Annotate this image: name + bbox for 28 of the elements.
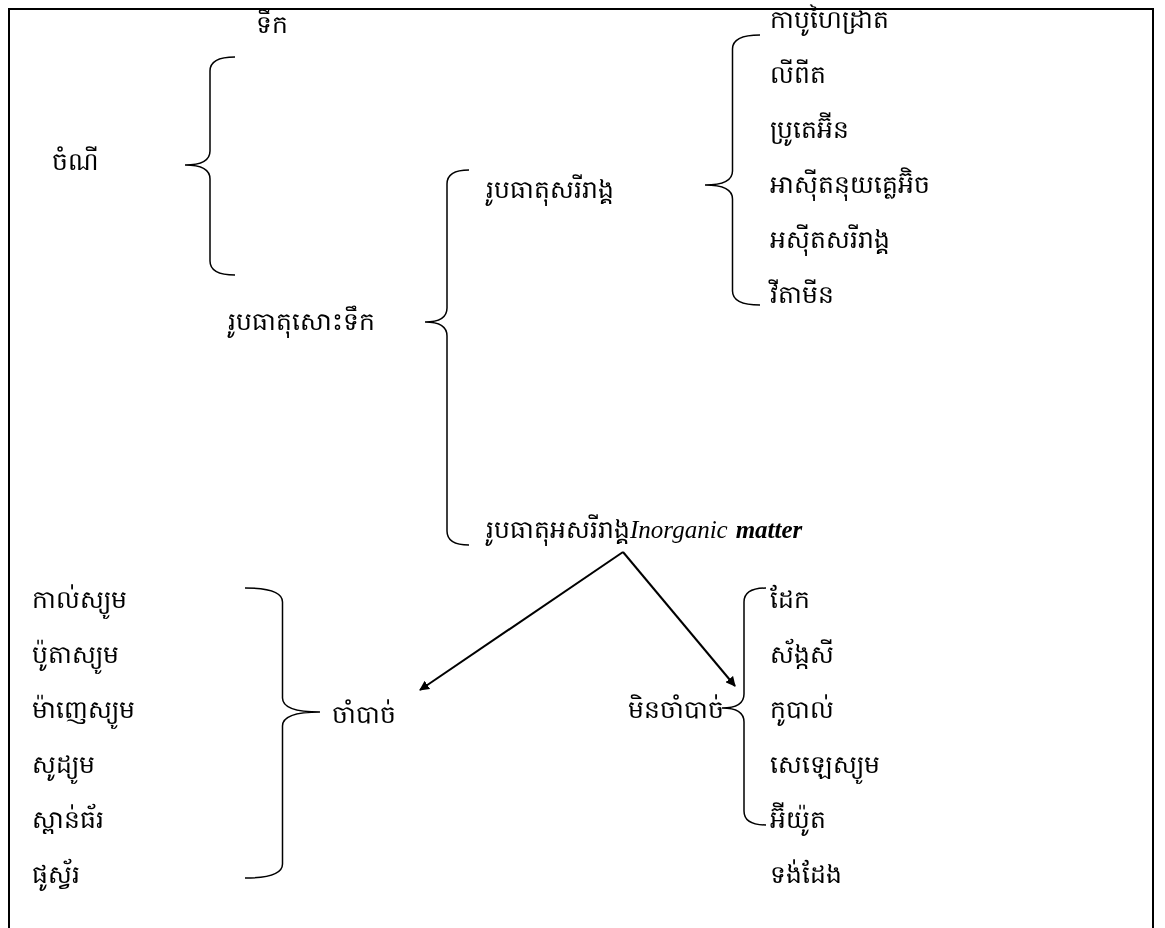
term-part: មិនចាំបាច់: [628, 695, 724, 724]
term-part: រូបធាតុអសរីរាង្គ: [486, 515, 630, 544]
list-item: អាស៊ីតនុយគ្លេអ៊ិច: [770, 165, 930, 205]
term-part: រូបធាតុសោះទឹក: [228, 307, 375, 336]
list-item: ម៉ាញេស្យូម: [32, 690, 135, 730]
list-item: កាបូហៃដ្រាត: [770, 3, 889, 38]
list-item: កូបាល់: [770, 693, 834, 728]
list-item: ប្រូតេអ៊ីន: [770, 110, 849, 150]
list-item: ស្ពាន់ធ័រ: [32, 802, 104, 836]
list-item: ផូស្វ័រ: [32, 857, 80, 893]
list-item: ទង់ដែង: [770, 858, 842, 891]
list-item: កាល់ស្យូម: [32, 580, 127, 620]
list-item: សេឡេស្យូម: [770, 745, 880, 785]
list-item: អ៊ីយ៉ូត: [770, 800, 826, 840]
list-item: ប៉ូតាស្យូម: [32, 635, 119, 675]
term-part: Inorganic matter: [630, 516, 803, 543]
list-item: វីតាមីន: [770, 278, 834, 311]
list-item: ស័ង្កសី: [770, 637, 834, 671]
list-item: សូដ្យូម: [32, 745, 95, 785]
term-part: រូបធាតុសរីរាង្គ: [486, 175, 614, 204]
term-part: ចាំបាច់: [332, 700, 396, 729]
term-part: ទឹក: [256, 10, 288, 39]
term-part: ចំណី: [52, 147, 99, 176]
list-item: លីពីត: [770, 58, 826, 91]
list-item: ដែក: [770, 583, 810, 616]
arrow: [419, 551, 624, 691]
list-item: អស៊ីតសរីរាង្គ: [770, 223, 890, 258]
arrow: [622, 551, 736, 687]
